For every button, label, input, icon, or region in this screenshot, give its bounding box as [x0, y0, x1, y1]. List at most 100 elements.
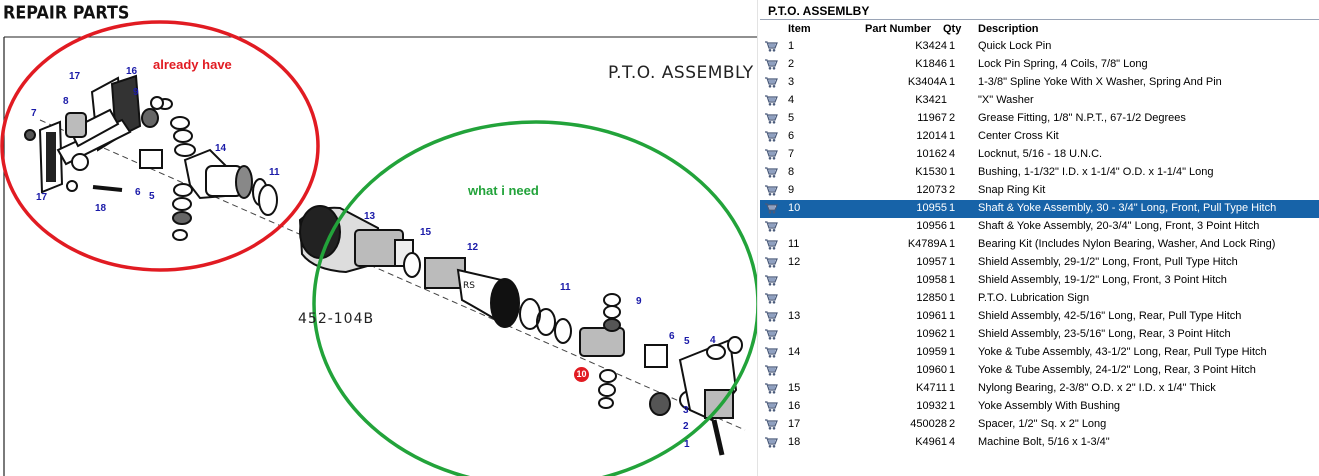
callout-11[interactable]: 11 — [269, 167, 280, 178]
title-divider — [760, 19, 1319, 20]
callout-2[interactable]: 2 — [683, 421, 689, 432]
callout-5-front[interactable]: 5 — [684, 336, 690, 347]
callout-17[interactable]: 17 — [69, 71, 81, 82]
front-yoke-drawing — [579, 293, 743, 456]
cart-icon[interactable] — [764, 328, 778, 340]
callout-13[interactable]: 13 — [364, 211, 376, 222]
cell-part-number: 450028 — [910, 418, 947, 430]
callout-15[interactable]: 15 — [420, 227, 432, 238]
callout-10-highlighted[interactable]: 10 — [574, 367, 589, 382]
column-header-qty[interactable]: Qty — [943, 23, 962, 35]
cart-icon[interactable] — [764, 148, 778, 160]
parts-list-panel: P.T.O. ASSEMLBY Item Part Number Qty Des… — [757, 0, 1319, 476]
cart-icon[interactable] — [764, 58, 778, 70]
cart-icon[interactable] — [764, 400, 778, 412]
column-header-description[interactable]: Description — [978, 23, 1039, 35]
cell-part-number: K1530 — [915, 166, 947, 178]
cart-icon[interactable] — [764, 382, 778, 394]
cell-part-number: K1846 — [915, 58, 947, 70]
cell-part-number: K4711 — [916, 382, 947, 394]
cell-qty: 1 — [949, 256, 956, 268]
cell-part-number: K4789A — [907, 238, 947, 250]
cart-icon[interactable] — [764, 40, 778, 52]
column-header-part-number[interactable]: Part Number — [865, 23, 932, 35]
cart-icon[interactable] — [764, 418, 778, 430]
cart-icon[interactable] — [764, 256, 778, 268]
callout-3[interactable]: 3 — [683, 405, 689, 416]
callout-9-front[interactable]: 9 — [636, 296, 642, 307]
cart-icon[interactable] — [764, 274, 778, 286]
callout-6-front[interactable]: 6 — [669, 331, 675, 342]
cart-icon[interactable] — [764, 310, 778, 322]
cart-icon[interactable] — [764, 364, 778, 376]
cart-icon[interactable] — [764, 112, 778, 124]
callout-5[interactable]: 5 — [149, 191, 155, 202]
cell-part-number: 12014 — [916, 130, 947, 142]
callout-9[interactable]: 9 — [133, 87, 139, 98]
cart-icon[interactable] — [764, 94, 778, 106]
cart-icon[interactable] — [764, 76, 778, 88]
cell-qty: 1 — [949, 220, 956, 232]
cell-qty: 1 — [949, 328, 956, 340]
cell-description: Quick Lock Pin — [978, 40, 1052, 52]
callout-11-front[interactable]: 11 — [560, 282, 571, 293]
cell-qty: 1 — [949, 58, 956, 70]
cart-icon[interactable] — [764, 220, 778, 232]
cart-icon[interactable] — [764, 436, 778, 448]
cell-qty: 1 — [949, 40, 956, 52]
cell-description: Yoke Assembly With Bushing — [978, 400, 1121, 412]
cell-qty: 4 — [949, 148, 956, 160]
cart-icon[interactable] — [764, 184, 778, 196]
cell-qty: 1 — [949, 382, 956, 394]
drawing-number: 452-104B — [298, 311, 375, 327]
cart-icon[interactable] — [764, 292, 778, 304]
cell-part-number: 10162 — [916, 148, 947, 160]
callout-18[interactable]: 18 — [95, 203, 107, 214]
cell-part-number: 10959 — [916, 346, 947, 358]
callout-6[interactable]: 6 — [135, 187, 141, 198]
cart-icon[interactable] — [764, 346, 778, 358]
callout-8[interactable]: 8 — [63, 96, 69, 107]
cart-icon[interactable] — [764, 202, 778, 214]
cell-description: Shaft & Yoke Assembly, 20-3/4" Long, Fro… — [978, 220, 1260, 232]
callout-16[interactable]: 16 — [126, 66, 138, 77]
cell-part-number: 10932 — [916, 400, 947, 412]
cart-icon[interactable] — [764, 166, 778, 178]
callout-7[interactable]: 7 — [31, 108, 37, 119]
callout-14[interactable]: 14 — [215, 143, 227, 154]
callout-17-lower[interactable]: 17 — [36, 192, 48, 203]
column-header-item[interactable]: Item — [788, 23, 811, 35]
cart-icon[interactable] — [764, 130, 778, 142]
cell-part-number: 10957 — [916, 256, 947, 268]
cell-description: Shield Assembly, 42-5/16" Long, Rear, Pu… — [978, 310, 1242, 322]
callout-4[interactable]: 4 — [710, 335, 716, 346]
callout-12[interactable]: 12 — [467, 242, 479, 253]
callout-1[interactable]: 1 — [684, 439, 690, 450]
cart-icon[interactable] — [764, 238, 778, 250]
cell-part-number: 10961 — [916, 310, 947, 322]
already-have-note: already have — [153, 57, 232, 72]
